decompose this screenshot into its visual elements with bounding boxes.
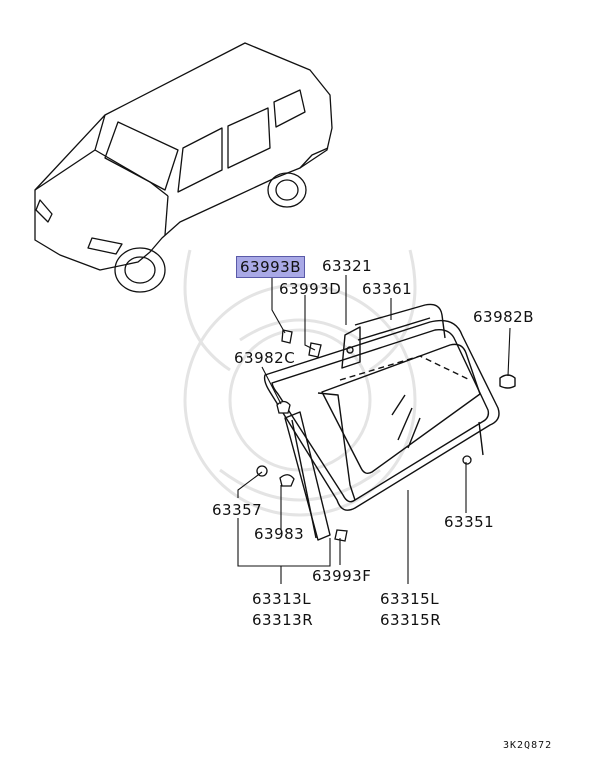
fasteners bbox=[256, 329, 472, 542]
part-label-63315l[interactable]: 63315L bbox=[380, 590, 440, 608]
part-label-63315r[interactable]: 63315R bbox=[380, 611, 442, 629]
part-label-63982c[interactable]: 63982C bbox=[234, 349, 296, 367]
part-label-63321[interactable]: 63321 bbox=[322, 257, 373, 275]
part-label-63357[interactable]: 63357 bbox=[212, 501, 263, 519]
part-label-63982b[interactable]: 63982B bbox=[473, 308, 535, 326]
part-label-63993f[interactable]: 63993F bbox=[312, 567, 372, 585]
watermark-emblem bbox=[183, 249, 417, 517]
vehicle-outline bbox=[34, 42, 333, 293]
part-label-63993d[interactable]: 63993D bbox=[279, 280, 342, 298]
part-label-63983[interactable]: 63983 bbox=[254, 525, 305, 543]
quarter-window-assembly bbox=[263, 303, 516, 541]
part-label-63993b-highlighted[interactable]: 63993B bbox=[236, 256, 306, 278]
part-label-63313l[interactable]: 63313L bbox=[252, 590, 312, 608]
part-label-63351[interactable]: 63351 bbox=[444, 513, 495, 531]
drawing-code: 3K2Q872 bbox=[503, 740, 553, 751]
part-label-63313r[interactable]: 63313R bbox=[252, 611, 314, 629]
leader-lines bbox=[237, 275, 511, 584]
part-label-63361[interactable]: 63361 bbox=[362, 280, 413, 298]
